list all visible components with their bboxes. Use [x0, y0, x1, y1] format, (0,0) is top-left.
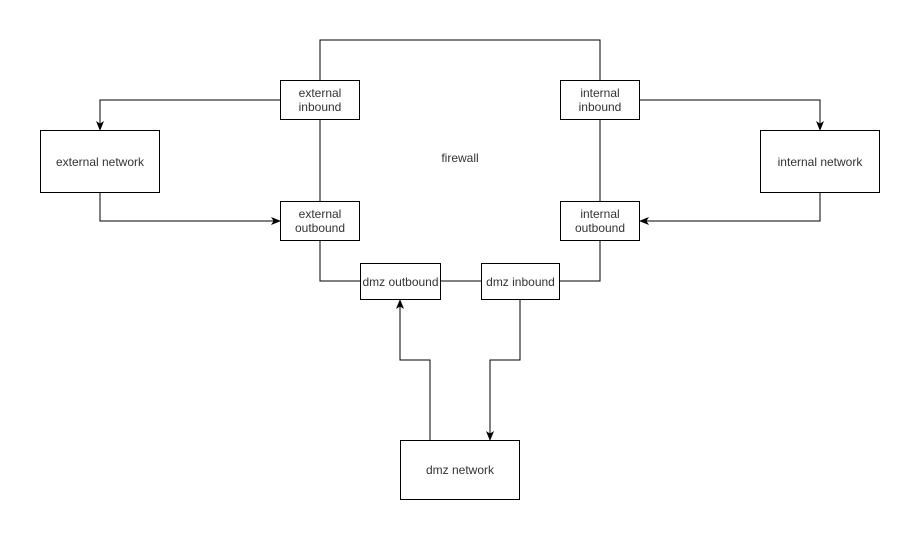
edge-dmz-in-to-dmz-net [486, 300, 521, 441]
node-dmz-outbound[interactable]: dmz outbound [360, 263, 441, 300]
edge-dmz-net-to-dmz-out [396, 299, 431, 440]
node-dmz-inbound[interactable]: dmz inbound [481, 263, 560, 300]
edge-int-net-to-int-out [639, 193, 821, 225]
edge-int-in-to-int-net [640, 99, 824, 131]
edge-top-inbound-link [319, 39, 601, 80]
node-dmz-network[interactable]: dmz network [400, 440, 520, 500]
edge-ext-in-to-ext-net [96, 99, 280, 131]
edge-ext-out-to-dmz-out [319, 241, 360, 282]
node-external-outbound[interactable]: external outbound [280, 201, 360, 241]
node-internal-outbound[interactable]: internal outbound [560, 201, 640, 241]
node-internal-network[interactable]: internal network [760, 130, 880, 193]
edge-dmz-in-to-int-out [560, 241, 601, 282]
node-external-inbound[interactable]: external inbound [280, 80, 360, 120]
node-internal-inbound[interactable]: internal inbound [560, 80, 640, 120]
firewall-zone-label: firewall [441, 151, 479, 165]
edge-ext-net-to-ext-out [99, 193, 281, 225]
node-external-network[interactable]: external network [40, 130, 160, 193]
